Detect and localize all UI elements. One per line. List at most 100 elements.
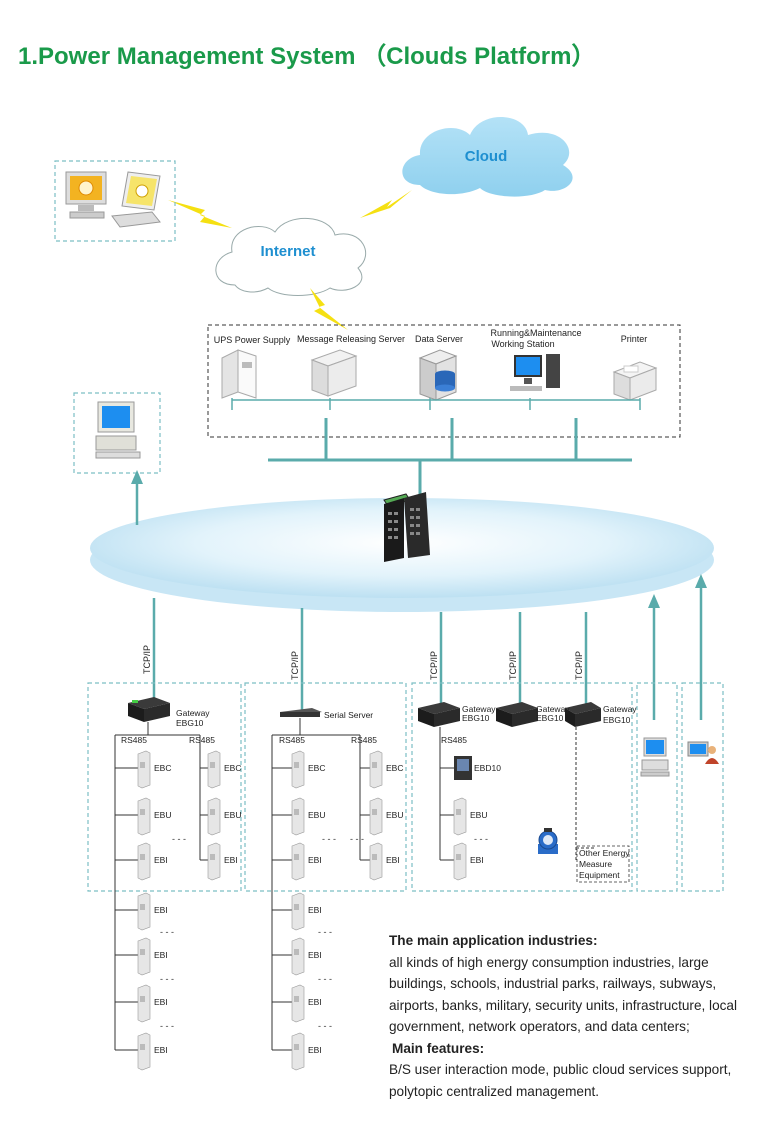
meter-label: EBI [308,855,322,865]
continuation-dash: - - - [160,974,174,984]
water-meter-icon [538,828,558,854]
industries-heading: The main application industries: [389,933,598,948]
other-equipment-label-1: Other Energy [579,848,630,858]
meter-label: EBI [224,855,238,865]
rs485-wiring [114,718,594,1051]
continuation-dash: - - - [318,974,332,984]
continuation-dash: - - - [318,927,332,937]
server-label-data: Data Server [415,334,463,344]
ebd10-panel-icon [454,756,472,780]
monitoring-computer-icon [95,401,141,459]
meter-label: EBU [308,810,325,820]
tcp-ip-label-2: TCP/IP [290,651,300,680]
meter-label: EBC [224,763,241,773]
industries-text: all kinds of high energy consumption ind… [389,954,738,1035]
server-bus-lines [231,398,641,410]
tcp-ip-label-5: TCP/IP [574,651,584,680]
internet-label: Internet [260,243,315,260]
meter-device-icon [137,797,151,836]
group-boxes [87,682,724,892]
other-equipment-box [576,845,630,883]
arrow-up-icon [131,470,143,484]
meter-label: EBI [308,1045,322,1055]
meter-label: EBC [386,763,403,773]
meter-device-icon [207,842,221,881]
meter-device-icon [291,984,305,1023]
desktop-computer-icon [65,171,107,219]
server-icon [310,349,358,397]
user-terminals-box [54,160,176,242]
monitoring-pc-box [73,392,161,474]
tcp-ip-label-1: TCP/IP [142,645,152,674]
server-uplinks [268,418,632,500]
gateway-model-3a: EBG10 [462,713,490,723]
gateway-icon [565,702,601,727]
meter-device-icon [369,842,383,881]
continuation-dash: - - - [318,1021,332,1031]
meter-device-icon [137,892,151,931]
meter-label: EBU [470,810,487,820]
meter-devices: EBC EBU EBI EBI EBI EBI EBI EBC EBU EBI EBC EBU EBI E… [137,750,487,1071]
meter-device-icon [137,842,151,881]
tcp-ip-label-4: TCP/IP [508,651,518,680]
continuation-dash: - - - [474,834,488,844]
tcp-links [152,598,588,710]
meter-label: EBI [386,855,400,865]
meter-label: EBI [154,855,168,865]
ups-icon [221,349,257,399]
ebd10-label: EBD10 [474,763,501,773]
gateway-label-3a: Gateway [462,704,496,714]
lightning-bolt-icon [168,200,232,228]
lightning-bolt-icon [310,288,348,330]
rs485-label-2b: RS485 [351,735,377,745]
client-computer-icon [640,737,670,777]
page-title: 1.Power Management System （Clouds Platfo… [18,43,596,70]
serial-server-label: Serial Server [324,710,373,720]
gateway-label-3b: Gateway [536,704,570,714]
meter-device-icon [137,750,151,789]
arrow-up-icon [648,594,660,608]
meter-device-icon [291,892,305,931]
rs485-label-1a: RS485 [121,735,147,745]
meter-label: EBI [470,855,484,865]
meter-label: EBI [154,997,168,1007]
meter-device-icon [453,797,467,836]
gateway-icon [418,702,460,727]
rs485-label-1b: RS485 [189,735,215,745]
rs485-label-3: RS485 [441,735,467,745]
features-heading: Main features: [392,1040,485,1056]
meter-device-icon [369,750,383,789]
meter-device-icon [291,750,305,789]
server-label-message: Message Releasing Server [297,334,405,344]
serial-server-icon [280,708,322,717]
rs485-label-2a: RS485 [279,735,305,745]
gateway-model-3c: EBG10 [603,715,631,725]
meter-device-icon [137,984,151,1023]
meter-device-icon [207,797,221,836]
meter-device-icon [291,1032,305,1071]
internet-cloud-icon: Internet [215,218,367,296]
meter-device-icon [291,797,305,836]
gateway-label-3c: Gateway [603,704,637,714]
server-label-printer: Printer [621,334,648,344]
gateway-model-3b: EBG10 [536,713,564,723]
mobile-user-icon [687,741,719,764]
description-block: The main application industries: all kin… [389,930,749,1102]
cloud-icon: Cloud [402,116,573,197]
meter-device-icon [291,842,305,881]
meter-label: EBU [154,810,171,820]
uplink-arrows [135,480,703,720]
server-label-workstation-2: Working Station [491,339,554,349]
meter-label: EBI [154,1045,168,1055]
cloud-label: Cloud [465,148,508,165]
gateway-icon [496,702,538,727]
meter-label: EBI [308,950,322,960]
other-equipment-label-3: Equipment [579,870,620,880]
printer-icon [612,361,658,401]
workstation-icon [510,354,560,391]
server-label-workstation: Running&Maintenance [490,328,581,338]
features-text: B/S user interaction mode, public cloud … [389,1062,732,1099]
server-label-ups: UPS Power Supply [214,335,291,345]
meter-label: EBC [308,763,325,773]
